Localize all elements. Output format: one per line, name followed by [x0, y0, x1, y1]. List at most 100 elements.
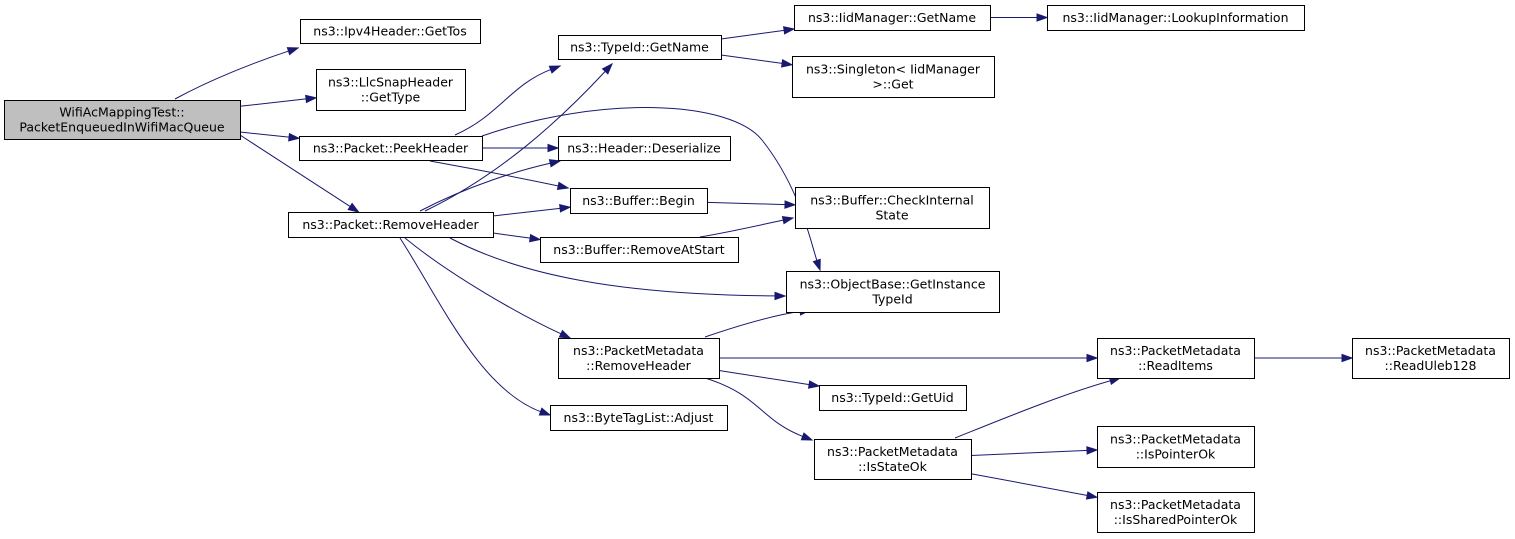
node-singleton-get[interactable]: ns3::Singleton< IidManager>::Get — [792, 56, 995, 98]
edge-pm_removeheader-to-typeid_getuid — [718, 370, 821, 389]
edge-buffer_begin-to-buffer_checkinternal — [706, 200, 797, 209]
edge-line — [699, 219, 785, 238]
edge-line — [239, 131, 291, 138]
edge-packet_remove-to-pm_removeheader — [404, 237, 572, 339]
node-label: ns3::Singleton< IidManager — [806, 62, 981, 77]
node-box — [792, 56, 995, 98]
node-label: ns3::Buffer::RemoveAtStart — [553, 242, 725, 257]
edge-line — [239, 134, 352, 208]
edge-root-to-llc_gettype — [239, 94, 318, 107]
edge-line — [399, 237, 542, 413]
edge-line — [492, 232, 532, 239]
node-buffer-removeatstart[interactable]: ns3::Buffer::RemoveAtStart — [540, 237, 739, 263]
edge-arrowhead — [288, 132, 301, 142]
edge-line — [720, 29, 786, 40]
node-box — [795, 187, 990, 229]
edge-packet_remove-to-objbase_getinst — [449, 237, 787, 301]
node-label: ns3::Buffer::Begin — [582, 193, 695, 208]
edge-line — [492, 207, 562, 217]
node-box — [550, 405, 728, 431]
node-label: ns3::PacketMetadata — [1110, 497, 1241, 512]
node-pm-ispointerok[interactable]: ns3::PacketMetadata::IsPointerOk — [1097, 426, 1255, 468]
node-label: ::RemoveHeader — [586, 358, 692, 373]
node-label: ns3::ObjectBase::GetInstance — [800, 277, 986, 292]
edge-line — [704, 377, 804, 438]
node-buffer-begin[interactable]: ns3::Buffer::Begin — [570, 188, 708, 214]
edge-pm_isstateok-to-pm_issharedpointerok — [970, 473, 1099, 500]
node-box — [300, 19, 481, 44]
node-box — [1097, 426, 1255, 468]
edge-arrowhead — [781, 215, 795, 225]
node-ipv4-gettos[interactable]: ns3::Ipv4Header::GetTos — [300, 19, 481, 44]
node-iid-lookup[interactable]: ns3::IidManager::LookupInformation — [1047, 5, 1305, 31]
edge-arrowhead — [347, 202, 360, 213]
edge-line — [720, 54, 784, 64]
node-typeid-getuid[interactable]: ns3::TypeId::GetUid — [819, 385, 967, 411]
node-bytetag-adjust[interactable]: ns3::ByteTagList::Adjust — [550, 405, 728, 431]
edge-arrowhead — [1341, 353, 1354, 363]
edge-packet_remove-to-typeid_getname — [424, 62, 614, 212]
edge-typeid_getname-to-singleton_get — [720, 54, 794, 68]
node-pm-issharedpointerok[interactable]: ns3::PacketMetadata::IsSharedPointerOk — [1097, 492, 1255, 533]
node-packet-remove[interactable]: ns3::Packet::RemoveHeader — [288, 212, 494, 238]
edge-pm_isstateok-to-pm_readitems — [954, 376, 1122, 439]
node-label: ::IsPointerOk — [1136, 447, 1216, 462]
node-label: ns3::Packet::RemoveHeader — [302, 217, 479, 232]
edge-arrowhead — [783, 26, 796, 35]
node-label: ns3::Packet::PeekHeader — [313, 141, 469, 156]
edge-line — [429, 160, 560, 187]
edge-line — [174, 50, 290, 100]
edge-arrowhead — [1086, 446, 1099, 455]
node-label: ns3::TypeId::GetUid — [831, 390, 953, 405]
node-label: ns3::PacketMetadata — [827, 444, 958, 459]
node-box — [540, 237, 739, 263]
node-box — [558, 338, 720, 379]
node-pm-readuleb[interactable]: ns3::PacketMetadata::ReadUleb128 — [1352, 338, 1510, 379]
edge-pm_readitems-to-pm_readuleb — [1254, 353, 1354, 363]
edge-packet_peek-to-header_deser — [482, 143, 560, 153]
edge-line — [704, 310, 802, 338]
edge-root-to-packet_remove — [239, 134, 360, 213]
node-header-deser[interactable]: ns3::Header::Deserialize — [558, 136, 731, 161]
edge-pm_removeheader-to-pm_readitems — [719, 353, 1099, 363]
node-label: ns3::PacketMetadata — [1110, 343, 1241, 358]
edge-packet_peek-to-buffer_begin — [429, 160, 570, 191]
node-typeid-getname[interactable]: ns3::TypeId::GetName — [558, 35, 722, 60]
node-label: WifiAcMappingTest:: — [59, 105, 184, 120]
node-box — [299, 136, 483, 161]
edge-line — [970, 449, 1089, 456]
edge-arrowhead — [1036, 13, 1049, 22]
node-box — [786, 271, 1000, 313]
edge-line — [454, 68, 552, 136]
node-box — [1097, 338, 1255, 379]
edge-arrowhead — [812, 258, 821, 272]
edge-arrowhead — [305, 94, 318, 104]
node-label: ns3::Ipv4Header::GetTos — [313, 24, 466, 39]
node-label: ::IsStateOk — [858, 459, 928, 474]
edge-packet_peek-to-typeid_getname — [454, 65, 562, 136]
edge-iid_getname-to-iid_lookup — [990, 13, 1049, 22]
node-packet-peek[interactable]: ns3::Packet::PeekHeader — [299, 136, 483, 161]
edge-root-to-ipv4_gettos — [174, 47, 300, 100]
edge-packet_remove-to-buffer_begin — [492, 204, 572, 217]
edge-arrowhead — [601, 62, 614, 75]
node-pm-isstateok[interactable]: ns3::PacketMetadata::IsStateOk — [814, 439, 972, 480]
node-iid-getname[interactable]: ns3::IidManager::GetName — [794, 5, 991, 31]
edge-packet_remove-to-buffer_removeatstart — [492, 232, 542, 243]
node-llc-gettype[interactable]: ns3::LlcSnapHeader::GetType — [316, 69, 466, 111]
edge-arrowhead — [548, 159, 562, 168]
node-root[interactable]: WifiAcMappingTest::PacketEnqueuedInWifiM… — [4, 100, 241, 140]
node-pm-readitems[interactable]: ns3::PacketMetadata::ReadItems — [1097, 338, 1255, 379]
edges-layer — [174, 13, 1354, 500]
node-label: State — [875, 208, 908, 223]
node-box — [819, 385, 967, 411]
node-box — [814, 439, 972, 480]
node-label: PacketEnqueuedInWifiMacQueue — [19, 120, 225, 135]
node-label: ns3::TypeId::GetName — [570, 40, 709, 55]
edge-arrowhead — [774, 291, 787, 301]
edge-arrowhead — [559, 204, 572, 213]
node-pm-removeheader[interactable]: ns3::PacketMetadata::RemoveHeader — [558, 338, 720, 379]
